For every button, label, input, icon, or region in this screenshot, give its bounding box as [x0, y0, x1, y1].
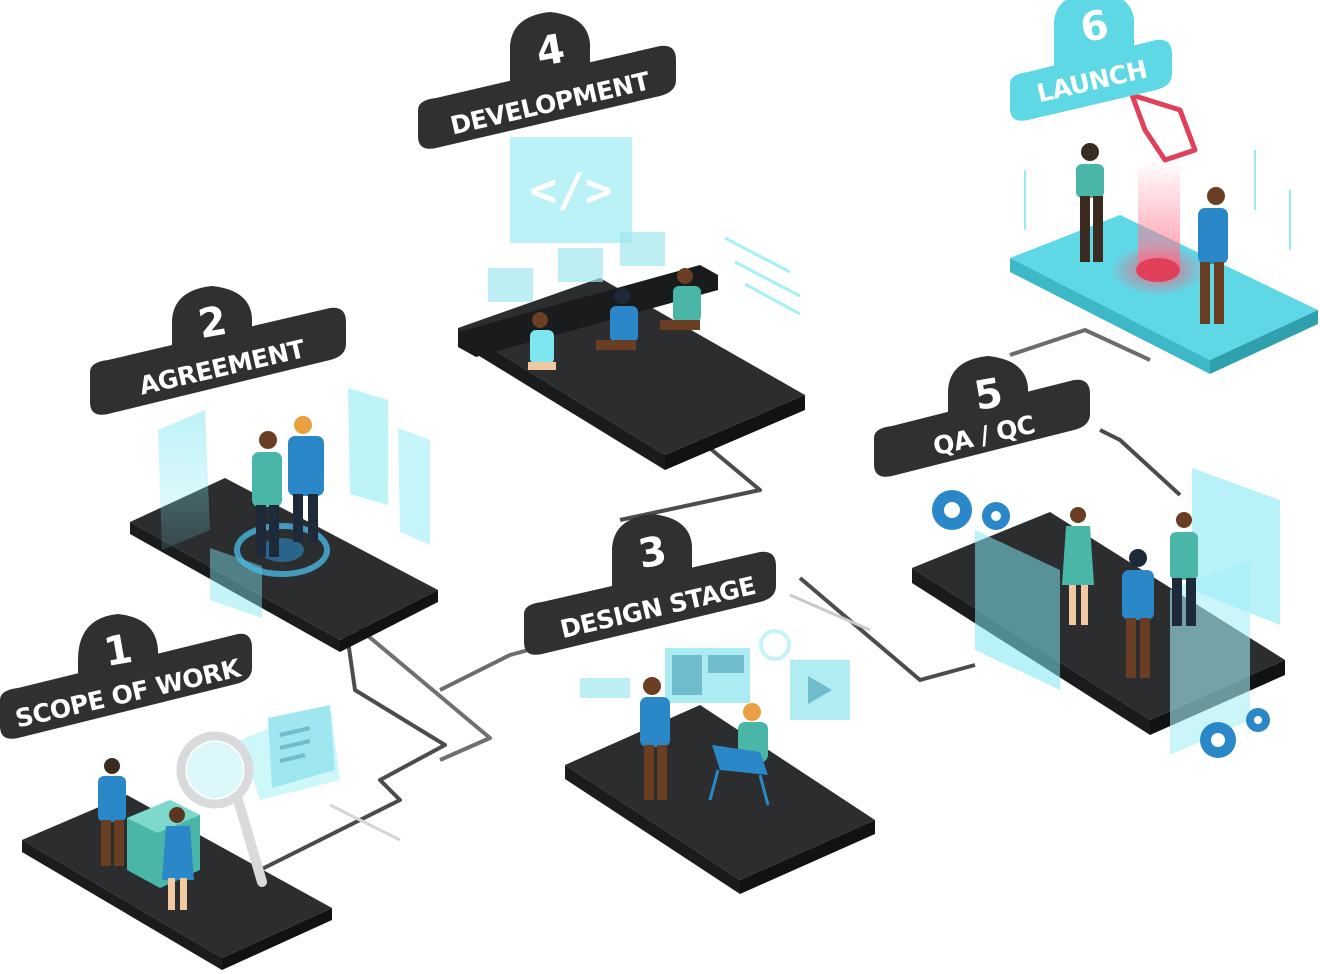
gear-icon-small	[982, 502, 1010, 530]
step-badge-3: 3 DESIGN STAGE	[524, 514, 776, 655]
step-badge-4: 4 DEVELOPMENT	[418, 12, 676, 149]
gear-icon-bottom-1	[1200, 722, 1236, 758]
person-woman-standing	[162, 807, 194, 910]
connector-1-2	[259, 619, 447, 872]
chair	[712, 745, 768, 775]
code-screen-3	[620, 232, 665, 266]
person-dev-1	[528, 312, 556, 370]
badge-label-tab	[874, 379, 1090, 477]
person-man-standing	[98, 758, 126, 866]
step-badge-2: 2 AGREEMENT	[90, 286, 346, 415]
document-lines-icon	[279, 726, 311, 763]
badge-label-tab	[90, 307, 346, 415]
person-launch-woman	[1076, 143, 1104, 262]
connector-2-3	[353, 623, 492, 762]
badge-label-tab	[418, 45, 676, 149]
agreement-glass-left	[158, 410, 210, 550]
step-badge-6: 6 LAUNCH	[1010, 0, 1172, 121]
dev-desk	[458, 265, 718, 357]
platform-qa-qc	[912, 468, 1285, 758]
step-badge-5: 5 QA / QC	[874, 356, 1090, 477]
gear-icon-large	[932, 490, 972, 530]
connector-lines	[259, 328, 1182, 872]
platform-agreement	[130, 388, 438, 652]
gear-icon-bottom-2	[1246, 708, 1270, 732]
platform-scope-of-work	[22, 705, 340, 970]
dev-holo-lines	[724, 236, 801, 316]
person-dev-3	[660, 268, 701, 330]
badge-label-tab	[0, 633, 252, 739]
design-circle-icon	[759, 629, 791, 661]
code-symbol: </>	[529, 163, 612, 217]
agreement-glass-right-2	[398, 428, 430, 545]
badge-label-tab	[524, 551, 776, 655]
code-panel	[510, 137, 632, 243]
person-qa-man-front	[1122, 549, 1154, 678]
step-badge-1: 1 SCOPE OF WORK	[0, 614, 252, 739]
connector-light-1	[329, 803, 401, 842]
platform-development: </>	[458, 137, 805, 470]
person-qa-man-back	[1170, 512, 1198, 626]
person-dev-2	[596, 288, 638, 350]
connector-5-6-b	[1009, 328, 1151, 362]
agreement-glass-right-1	[348, 388, 388, 505]
magnifier-icon	[176, 731, 267, 887]
person-qa-woman	[1062, 507, 1094, 625]
platform-launch	[1010, 92, 1318, 374]
person-launch-man	[1198, 187, 1228, 324]
scope-document-panel	[268, 705, 335, 788]
rocket-wireframe-icon	[1129, 92, 1198, 163]
person-designer-seated	[708, 703, 770, 806]
connector-light-2	[789, 593, 871, 632]
connector-3-5	[798, 576, 976, 682]
qa-glass-panel-left	[975, 530, 1060, 690]
launch-light-lines	[1024, 150, 1291, 250]
design-panel-small	[580, 678, 630, 698]
person-designer-standing	[640, 677, 670, 800]
play-icon	[808, 676, 832, 704]
person-handshake-left	[252, 431, 282, 557]
connector-5-6	[1099, 428, 1182, 497]
agreement-floor-ring	[234, 523, 330, 577]
person-handshake-right	[288, 416, 324, 542]
badge-label-tab	[1010, 39, 1172, 121]
code-screen-1	[488, 268, 533, 302]
code-screen-2	[558, 248, 603, 282]
platform-design-stage	[565, 629, 875, 894]
